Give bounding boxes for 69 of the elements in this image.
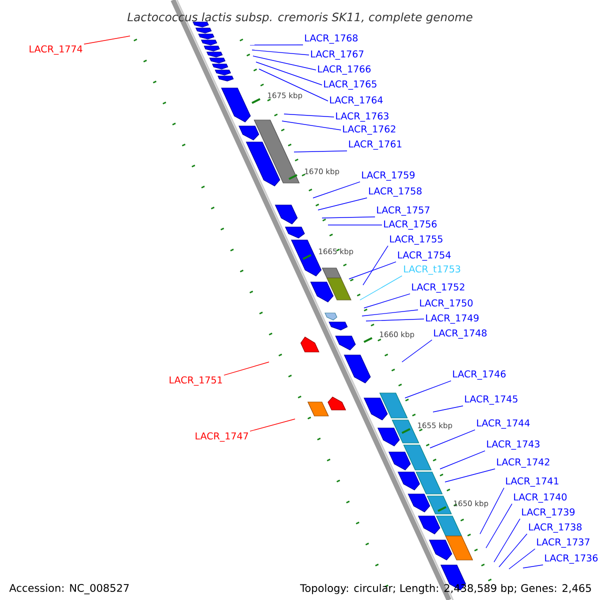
leader-line xyxy=(432,406,464,412)
leader-line xyxy=(312,182,360,198)
gene-label: LACR_1759 xyxy=(362,171,415,181)
leader-line xyxy=(362,310,418,316)
genome-info-text: Topology: circular; Length: 2,438,589 bp; Genes: 2,465 xyxy=(300,584,591,594)
leader-line xyxy=(258,68,328,102)
leader-line xyxy=(404,380,452,398)
gene-label: LACR_1761 xyxy=(349,140,402,150)
gene-label: LACR_1758 xyxy=(369,187,422,197)
leader-line xyxy=(402,340,432,362)
leader-line xyxy=(348,262,396,280)
leader-line xyxy=(224,362,270,376)
leader-line xyxy=(318,198,368,210)
gene-label: LACR_1744 xyxy=(477,419,530,429)
gene-label: LACR_1765 xyxy=(324,80,376,90)
leader-line xyxy=(522,564,544,568)
gene-label: LACR_1743 xyxy=(487,440,540,450)
gene-label: LACR_1757 xyxy=(377,206,430,216)
gene-label: LACR_t1753 xyxy=(404,265,460,275)
leader-line xyxy=(284,114,334,118)
leader-line xyxy=(486,504,512,548)
gene-label: LACR_1746 xyxy=(453,370,506,380)
leader-line xyxy=(362,246,388,286)
gene-label: LACR_1736 xyxy=(545,554,598,564)
leader-line xyxy=(480,488,504,534)
gene-label: LACR_1755 xyxy=(390,235,442,245)
gene-label: LACR_1749 xyxy=(426,314,479,324)
gene-label: LACR_1747 xyxy=(196,432,248,442)
leader-line xyxy=(252,50,310,56)
gene-label: LACR_1740 xyxy=(514,493,567,503)
leader-line xyxy=(364,294,410,308)
leader-line xyxy=(440,450,486,470)
gene-label: LACR_1748 xyxy=(434,329,487,339)
leader-line xyxy=(282,120,342,130)
leader-line xyxy=(328,224,382,226)
leader-line xyxy=(430,430,476,448)
leader-line xyxy=(360,276,402,300)
leader-line xyxy=(494,518,520,562)
leader-line xyxy=(84,36,130,44)
gene-label: LACR_1750 xyxy=(420,299,473,309)
gene-label: LACR_1774 xyxy=(30,45,82,55)
gene-label: LACR_1745 xyxy=(465,395,518,405)
gene-label: LACR_1763 xyxy=(336,112,388,122)
gene-label: LACR_1766 xyxy=(318,65,371,75)
gene-label: LACR_1739 xyxy=(522,508,575,518)
gene-label: LACR_1762 xyxy=(343,125,396,135)
gene-label: LACR_1752 xyxy=(412,283,464,293)
gene-label: LACR_1737 xyxy=(537,538,590,548)
leader-line xyxy=(250,44,304,46)
leader-line xyxy=(366,318,424,322)
gene-label: LACR_1751 xyxy=(170,376,222,386)
gene-label: LACR_1742 xyxy=(497,458,550,468)
leader-line xyxy=(252,56,316,70)
leader-line xyxy=(444,468,496,482)
gene-label: LACR_1764 xyxy=(330,96,383,106)
leader-line xyxy=(294,150,348,152)
gene-label: LACR_1754 xyxy=(398,251,451,261)
leader-line xyxy=(498,534,528,568)
leader-line xyxy=(508,548,536,570)
gene-label: LACR_1738 xyxy=(529,523,582,533)
leader-line xyxy=(256,62,322,86)
title: Lactococcus lactis subsp. cremoris SK11, complete genome xyxy=(128,12,472,24)
accession-text: Accession: NC_008527 xyxy=(9,584,129,594)
gene-label: LACR_1767 xyxy=(311,50,364,60)
leader-line xyxy=(250,418,296,432)
leader-line xyxy=(322,216,376,218)
gene-label: LACR_1741 xyxy=(506,477,558,487)
gene-label: LACR_1756 xyxy=(384,220,437,230)
gene-label: LACR_1768 xyxy=(305,34,358,44)
